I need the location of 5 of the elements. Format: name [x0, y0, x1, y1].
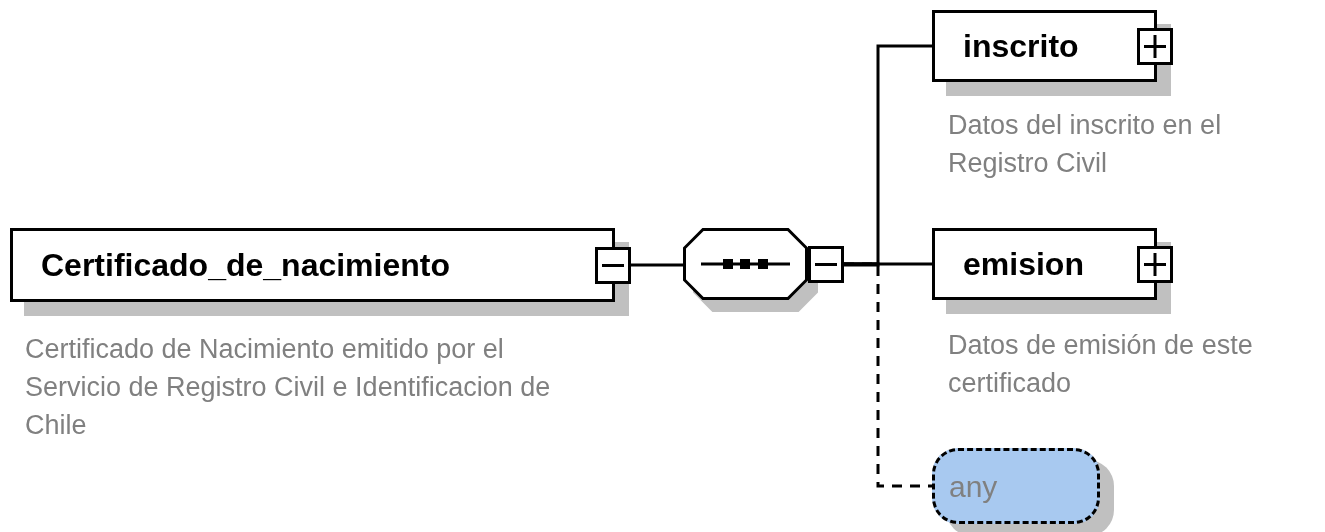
connector-line [844, 262, 932, 488]
element-description: Datos de emisión de este certificado [948, 329, 1254, 400]
element-description: Certificado de Nacimiento emitido por el Servicio de Registro Civil e Identificacion de Chile [25, 333, 552, 442]
element-description: Datos del inscrito en el Registro Civil [948, 109, 1223, 180]
element-name: any [949, 468, 998, 505]
